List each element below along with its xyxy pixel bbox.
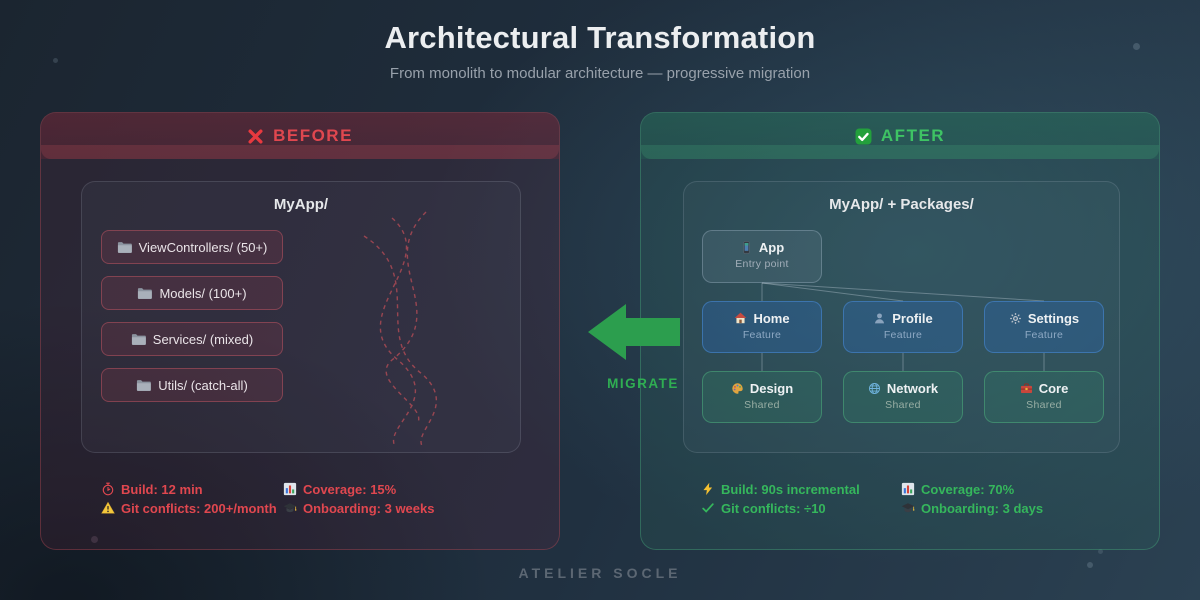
page-title: Architectural Transformation	[384, 20, 816, 55]
stopwatch-icon	[101, 482, 115, 496]
module-core: Core Shared	[984, 371, 1104, 423]
folder-label: Models/ (100+)	[159, 285, 247, 301]
module-network: Network Shared	[843, 371, 963, 423]
folder-icon	[131, 332, 146, 347]
module-name: App	[758, 240, 785, 255]
folder-item: Models/ (100+)	[101, 276, 283, 310]
stat-text: Onboarding: 3 days	[921, 500, 1044, 516]
module-name: Profile	[892, 311, 933, 326]
bar-chart-icon	[901, 482, 915, 496]
warning-icon	[101, 501, 115, 515]
page-subtitle: From monolith to modular architecture — …	[389, 65, 811, 82]
phone-icon	[740, 241, 753, 254]
folder-label: Utils/ (catch-all)	[158, 377, 248, 393]
monolith-box: MyApp/ ViewControllers/ (50+) Models/ (1…	[81, 181, 521, 453]
module-settings: Settings Feature	[984, 301, 1104, 353]
checkmark-icon	[701, 501, 715, 515]
module-design: Design Shared	[702, 371, 822, 423]
footer-brand: ATELIER SOCLE	[518, 565, 682, 581]
module-name: Network	[886, 381, 939, 396]
decor-dot	[91, 536, 98, 543]
module-home: Home Feature	[702, 301, 822, 353]
stat-onboarding: Onboarding: 3 weeks	[283, 499, 434, 517]
before-panel: BEFORE MyApp/ ViewControllers/ (50+) Mod…	[40, 112, 560, 550]
module-sublabel: Shared	[885, 399, 921, 411]
stat-text: Git conflicts: 200+/month	[121, 500, 277, 516]
spaghetti-lines	[363, 211, 437, 446]
folder-icon	[117, 240, 132, 255]
module-app: App Entry point	[702, 230, 822, 283]
folder-item: Utils/ (catch-all)	[101, 368, 283, 402]
after-stats-column-1: Build: 90s incremental Git conflicts: ÷1…	[701, 480, 860, 518]
module-sublabel: Shared	[744, 399, 780, 411]
module-sublabel: Feature	[883, 329, 923, 341]
stat-onboarding: Onboarding: 3 days	[901, 499, 1043, 517]
stat-text: Onboarding: 3 weeks	[303, 500, 435, 516]
monolith-title: MyApp/	[273, 196, 329, 213]
stat-git-conflicts: Git conflicts: ÷10	[701, 499, 860, 517]
stat-coverage: Coverage: 70%	[901, 480, 1043, 498]
globe-icon	[868, 382, 881, 395]
stat-build: Build: 90s incremental	[701, 480, 860, 498]
module-sublabel: Feature	[742, 329, 782, 341]
decor-dot	[1133, 43, 1140, 50]
module-sublabel: Shared	[1026, 399, 1062, 411]
module-name: Home	[753, 311, 790, 326]
lightning-icon	[701, 482, 715, 496]
palette-icon	[731, 382, 744, 395]
before-stats-column-2: Coverage: 15% Onboarding: 3 weeks	[283, 480, 434, 518]
module-profile: Profile Feature	[843, 301, 963, 353]
stat-build: Build: 12 min	[101, 480, 277, 498]
toolbox-icon	[1020, 382, 1033, 395]
module-sublabel: Entry point	[735, 258, 789, 270]
stat-text: Build: 90s incremental	[721, 481, 860, 497]
migrate-label: MIGRATE	[607, 376, 679, 391]
gear-icon	[1009, 312, 1022, 325]
bar-chart-icon	[283, 482, 297, 496]
migrate-arrow-icon	[588, 304, 680, 360]
stat-text: Coverage: 15%	[303, 481, 397, 497]
module-sublabel: Feature	[1024, 329, 1064, 341]
before-label: BEFORE	[273, 126, 353, 145]
after-stats-column-2: Coverage: 70% Onboarding: 3 days	[901, 480, 1043, 518]
check-badge-icon	[855, 128, 872, 145]
decor-dot	[53, 58, 58, 63]
graduation-cap-icon	[283, 501, 297, 515]
module-name: Core	[1038, 381, 1069, 396]
after-panel-header: AFTER	[641, 113, 1159, 159]
before-stats-column-1: Build: 12 min Git conflicts: 200+/month	[101, 480, 277, 518]
decor-dot	[1087, 562, 1093, 568]
module-name: Design	[749, 381, 794, 396]
modules-title: MyApp/ + Packages/	[829, 196, 974, 213]
modules-box: MyApp/ + Packages/ App	[683, 181, 1120, 453]
stat-coverage: Coverage: 15%	[283, 480, 434, 498]
decor-dot	[1098, 549, 1103, 554]
folder-label: ViewControllers/ (50+)	[138, 239, 268, 255]
stat-text: Coverage: 70%	[921, 481, 1015, 497]
folder-item: Services/ (mixed)	[101, 322, 283, 356]
x-icon	[247, 128, 264, 145]
stat-text: Git conflicts: ÷10	[721, 500, 826, 516]
folder-label: Services/ (mixed)	[152, 331, 254, 347]
folder-item: ViewControllers/ (50+)	[101, 230, 283, 264]
person-icon	[873, 312, 886, 325]
house-icon	[734, 312, 747, 325]
stat-git-conflicts: Git conflicts: 200+/month	[101, 499, 277, 517]
after-label: AFTER	[880, 126, 946, 145]
after-panel: AFTER MyApp/ + Packages/	[640, 112, 1160, 550]
module-name: Settings	[1027, 311, 1080, 326]
before-panel-header: BEFORE	[41, 113, 559, 159]
folder-icon	[136, 378, 152, 393]
folder-icon	[137, 286, 153, 301]
stat-text: Build: 12 min	[121, 481, 203, 497]
graduation-cap-icon	[901, 501, 915, 515]
